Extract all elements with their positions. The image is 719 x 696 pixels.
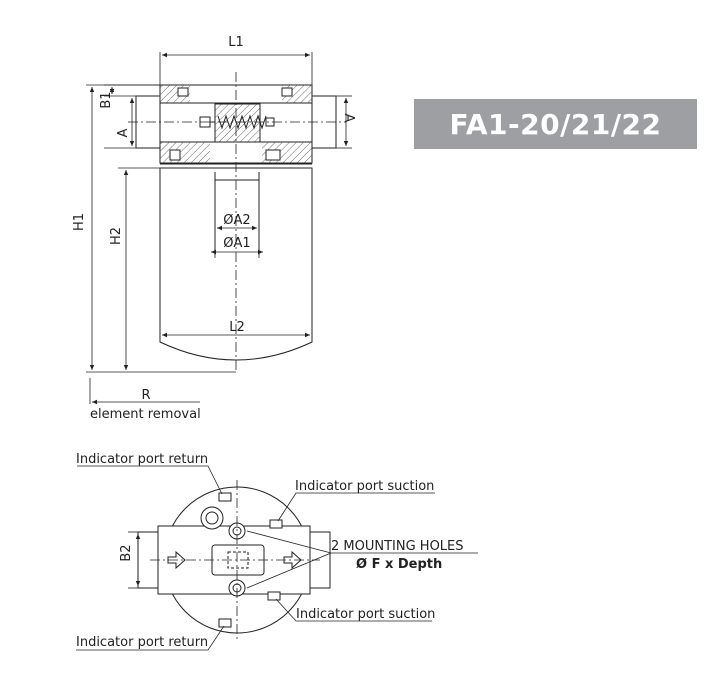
dim-h2: H2: [109, 227, 124, 245]
center-plate: [211, 544, 265, 576]
port-boss-return: [200, 506, 224, 530]
model-title: FA1-20/21/22: [449, 107, 662, 141]
port-return-top-mark: [218, 492, 232, 502]
label-port-return-bottom: Indicator port return: [76, 635, 208, 650]
label-port-suction-top: Indicator port suction: [295, 479, 434, 494]
flow-arrow-out: [283, 550, 302, 570]
title-banner: FA1-20/21/22: [414, 99, 697, 149]
dim-l1: L1: [228, 35, 244, 50]
dim-h1: H1: [72, 213, 87, 231]
flow-arrow-in: [167, 550, 186, 570]
dim-r: R: [141, 388, 150, 403]
element-removal-label: element removal: [90, 407, 201, 422]
dim-b2: B2: [119, 544, 134, 561]
side-view: [128, 72, 346, 372]
label-hole-spec: Ø F x Depth: [356, 557, 442, 572]
dim-a-left: A: [116, 128, 131, 137]
port-return-bottom-mark: [218, 618, 232, 628]
filter-bowl: [159, 167, 313, 361]
label-port-return-top: Indicator port return: [76, 452, 208, 467]
dim-b1: B1: [99, 91, 114, 108]
top-view: [137, 480, 331, 640]
dim-a-right: A: [341, 114, 356, 123]
dim-l2: L2: [229, 320, 245, 335]
top-view-leaders: [76, 465, 478, 651]
label-port-suction-bottom: Indicator port suction: [296, 607, 435, 622]
label-mounting-holes: 2 MOUNTING HOLES: [331, 539, 464, 554]
side-view-dimensions: [86, 52, 352, 405]
bypass-valve-housing: [214, 103, 261, 143]
port-suction-bottom-mark: [267, 591, 281, 601]
dim-a1: ØA1: [223, 236, 250, 251]
dim-a2: ØA2: [223, 213, 250, 228]
port-suction-top-mark: [269, 519, 283, 529]
